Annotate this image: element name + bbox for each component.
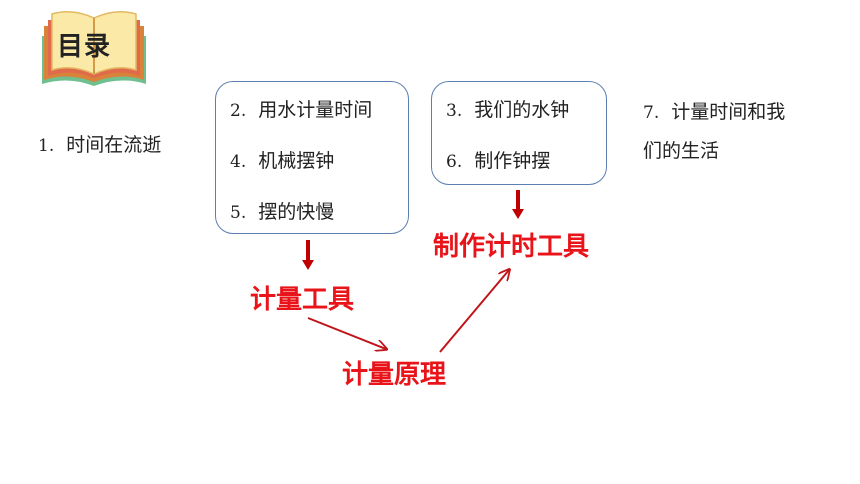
book-icon xyxy=(42,11,146,86)
item-label: 我们的水钟 xyxy=(474,99,570,121)
concept-measuring-principle: 计量原理 xyxy=(342,360,447,390)
page-title: 目录 xyxy=(57,32,112,62)
item-number: 6. xyxy=(446,152,463,172)
arrow-principle-to-make-tools xyxy=(439,270,509,353)
topic-group-box-2 xyxy=(431,81,607,185)
list-item-1[interactable]: 1. 时间在流逝 xyxy=(38,130,161,157)
item-number: 2. xyxy=(230,101,247,121)
arrow-down-2 xyxy=(512,190,524,219)
item-number: 1. xyxy=(38,136,55,156)
item-label: 机械摆钟 xyxy=(258,150,335,172)
concept-measuring-tools: 计量工具 xyxy=(250,285,355,315)
list-item-3[interactable]: 3. 我们的水钟 xyxy=(446,95,569,122)
list-item-4[interactable]: 4. 机械摆钟 xyxy=(230,146,334,173)
item-label: 时间在流逝 xyxy=(66,134,162,156)
list-item-6[interactable]: 6. 制作钟摆 xyxy=(446,146,550,173)
concept-make-timing-tools: 制作计时工具 xyxy=(433,232,590,262)
item-label: 摆的快慢 xyxy=(258,201,335,223)
item-number: 7. xyxy=(643,103,660,123)
item-label: 用水计量时间 xyxy=(258,99,373,121)
item-number: 3. xyxy=(446,101,463,121)
item-number: 5. xyxy=(230,203,247,223)
list-item-7[interactable]: 7. 计量时间和我 xyxy=(643,97,785,124)
list-item-5[interactable]: 5. 摆的快慢 xyxy=(230,197,334,224)
item-label-line1: 计量时间和我 xyxy=(671,101,786,123)
arrow-down-1 xyxy=(302,240,314,270)
item-label-line2: 们的生活 xyxy=(643,140,720,162)
topic-group-box-1 xyxy=(215,81,409,234)
item-number: 4. xyxy=(230,152,247,172)
list-item-7-line2: 们的生活 xyxy=(643,136,719,163)
item-label: 制作钟摆 xyxy=(474,150,551,172)
list-item-2[interactable]: 2. 用水计量时间 xyxy=(230,95,372,122)
arrow-tools-to-principle xyxy=(307,317,386,349)
